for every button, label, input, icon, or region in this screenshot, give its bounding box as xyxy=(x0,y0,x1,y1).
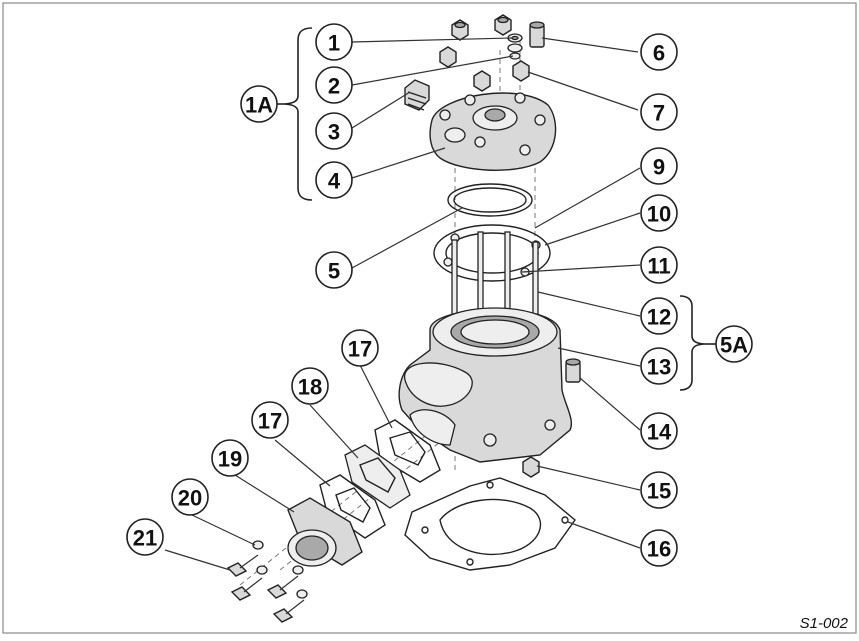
callout-3: 1 xyxy=(315,23,353,61)
svg-text:21: 21 xyxy=(133,526,157,551)
callout-7: 5 xyxy=(315,251,353,289)
bolt-washers xyxy=(252,540,308,599)
svg-text:15: 15 xyxy=(647,479,671,504)
reference-code: S1-002 xyxy=(800,615,849,632)
cylinder-head xyxy=(429,92,557,171)
callout-13: 12 xyxy=(640,297,678,335)
svg-text:9: 9 xyxy=(653,155,665,180)
group-bracket-1a xyxy=(281,27,313,201)
intake-manifold xyxy=(287,497,363,567)
o-ring-gasket xyxy=(447,183,533,217)
svg-text:5: 5 xyxy=(328,259,340,284)
callout-5: 13 xyxy=(640,347,678,385)
callout-2: 3 xyxy=(315,112,353,150)
leader-lines xyxy=(164,37,641,571)
group-bracket-5a xyxy=(679,295,707,391)
callout-21: 21 xyxy=(126,518,164,556)
head-nuts xyxy=(439,14,530,92)
mounting-bolts xyxy=(226,554,305,623)
callout-20: 20 xyxy=(171,478,209,516)
callout-9: 9 xyxy=(640,147,678,185)
svg-text:18: 18 xyxy=(298,375,322,400)
exhaust-nut xyxy=(522,456,540,478)
svg-text:1: 1 xyxy=(328,31,340,56)
callout-19: 19 xyxy=(211,439,249,477)
callout-12: 15 xyxy=(640,471,678,509)
svg-text:10: 10 xyxy=(647,202,671,227)
svg-text:13: 13 xyxy=(647,355,671,380)
exhaust-stud xyxy=(565,358,581,383)
callout-15: 6 xyxy=(640,33,678,71)
reed-block xyxy=(344,444,411,509)
base-gasket xyxy=(404,477,576,571)
svg-text:16: 16 xyxy=(647,537,671,562)
callout-17-lower: 17 xyxy=(251,401,289,439)
callout-6: 16 xyxy=(640,529,678,567)
svg-text:3: 3 xyxy=(328,120,340,145)
svg-text:5A: 5A xyxy=(720,333,748,358)
spark-plug xyxy=(404,79,430,111)
svg-text:17: 17 xyxy=(258,409,282,434)
svg-text:6: 6 xyxy=(653,41,665,66)
callout-10: 10 xyxy=(640,194,678,232)
svg-text:1A: 1A xyxy=(245,93,273,118)
svg-text:20: 20 xyxy=(178,486,202,511)
svg-text:4: 4 xyxy=(328,169,341,194)
callout-16: 14 xyxy=(640,412,678,450)
cylinder xyxy=(398,307,572,463)
group-callout-1a: 1A xyxy=(240,85,278,123)
temp-sensor xyxy=(529,21,545,48)
svg-text:14: 14 xyxy=(647,420,672,445)
callout-14: 7 xyxy=(640,93,678,131)
callout-18: 18 xyxy=(291,367,329,405)
svg-text:17: 17 xyxy=(348,337,372,362)
callout-4: 2 xyxy=(315,66,353,104)
svg-text:7: 7 xyxy=(653,101,665,126)
svg-text:2: 2 xyxy=(328,74,340,99)
svg-text:19: 19 xyxy=(218,447,242,472)
callout-1: 4 xyxy=(315,161,353,199)
svg-text:11: 11 xyxy=(647,254,670,279)
callout-11: 11 xyxy=(640,246,678,284)
group-callout-5a: 5A xyxy=(715,325,753,363)
svg-text:12: 12 xyxy=(647,305,671,330)
callout-17-upper: 17 xyxy=(341,329,379,367)
